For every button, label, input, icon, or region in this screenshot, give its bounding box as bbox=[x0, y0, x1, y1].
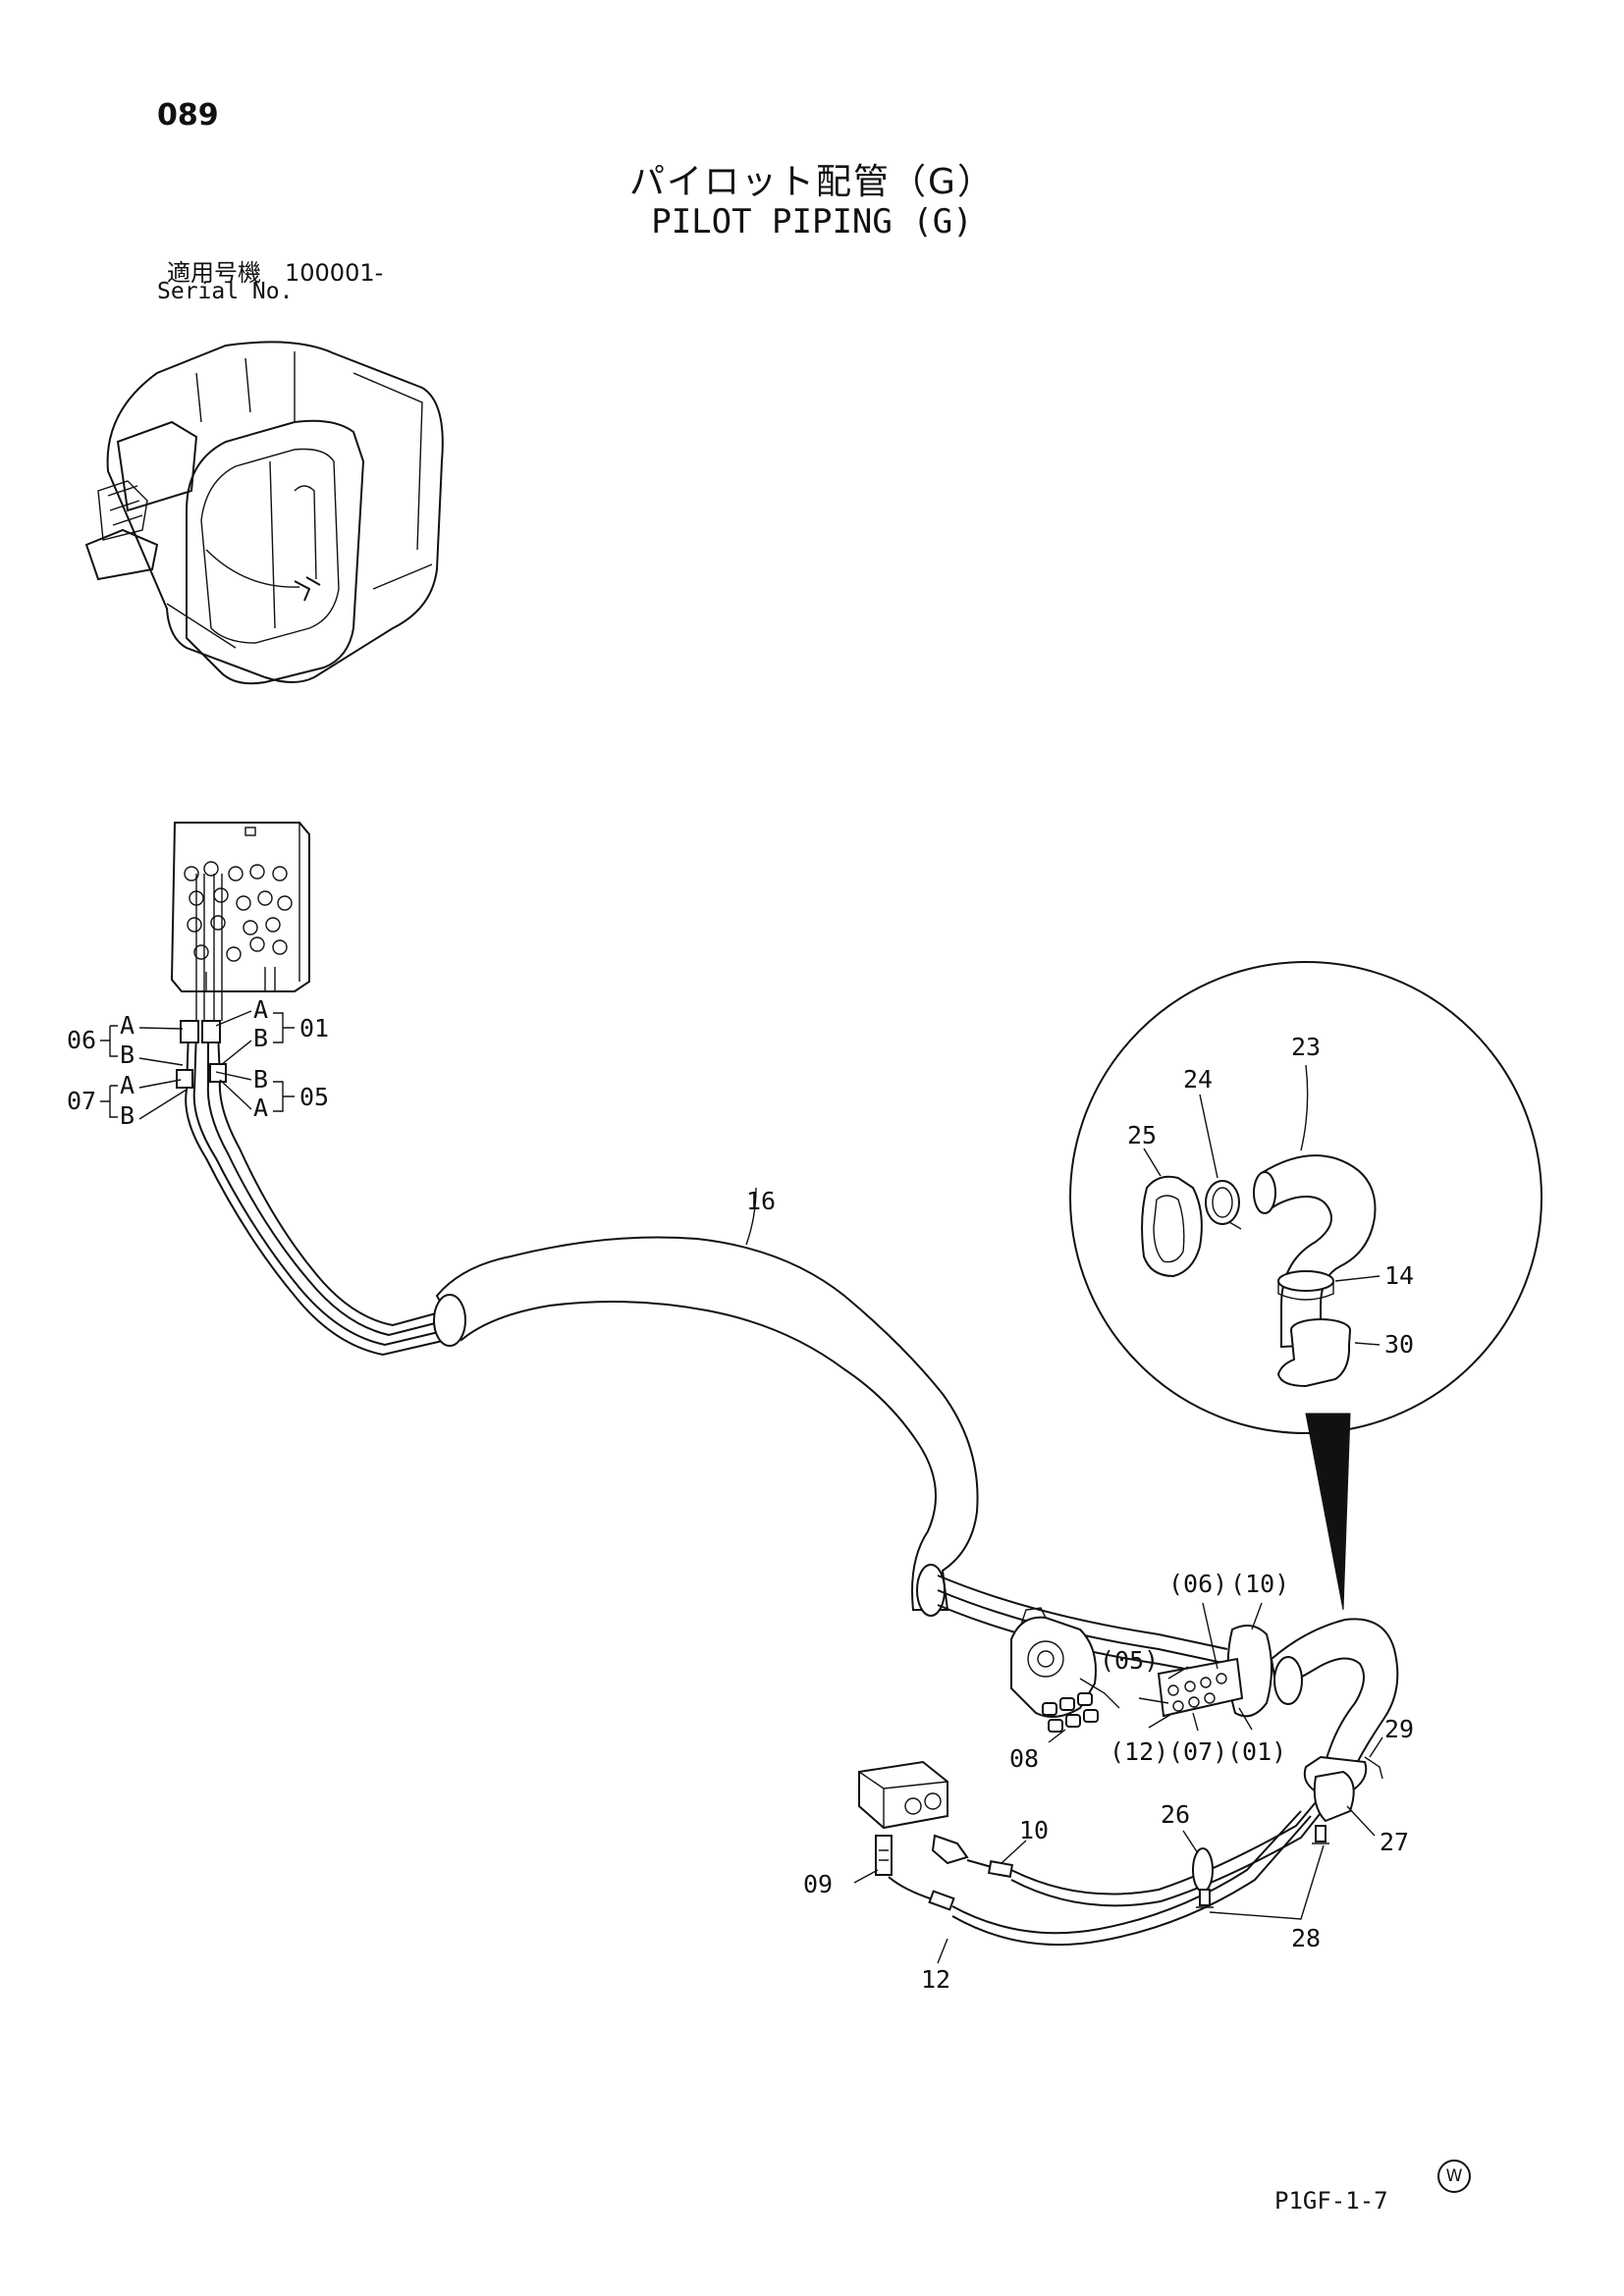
callout-07-ref: (07) bbox=[1168, 1737, 1227, 1766]
callout-07: 07 bbox=[67, 1087, 96, 1115]
port-label-b: B bbox=[120, 1101, 135, 1130]
title-english: PILOT PIPING (G) bbox=[651, 202, 973, 241]
title-japanese: パイロット配管（G） bbox=[629, 162, 995, 202]
hose-clamp-26: 26 bbox=[1161, 1800, 1214, 1893]
callout-29: 29 bbox=[1384, 1715, 1414, 1743]
lower-valve-block: 09 10 12 bbox=[803, 1760, 1328, 1994]
detail-circle: 23 24 25 14 30 bbox=[1069, 961, 1543, 1611]
callout-24: 24 bbox=[1183, 1065, 1213, 1094]
callout-25: 25 bbox=[1127, 1121, 1157, 1149]
callout-06-ref: (06) bbox=[1168, 1570, 1227, 1598]
page-number: 089 bbox=[157, 98, 219, 133]
port-label-a: A bbox=[253, 995, 268, 1024]
w-mark: W bbox=[1437, 2160, 1471, 2193]
callout-27: 27 bbox=[1380, 1828, 1409, 1856]
cab-overview-illustration bbox=[84, 341, 444, 685]
callout-10: 10 bbox=[1019, 1816, 1049, 1844]
callout-10-ref: (10) bbox=[1230, 1570, 1289, 1598]
callout-01-ref: (01) bbox=[1227, 1737, 1286, 1766]
port-label-b: B bbox=[120, 1041, 135, 1069]
port-label-b: B bbox=[253, 1024, 268, 1052]
port-label-b: B bbox=[253, 1065, 268, 1094]
callout-28: 28 bbox=[1291, 1924, 1321, 1952]
port-label-a: A bbox=[253, 1094, 268, 1122]
callout-01: 01 bbox=[299, 1014, 329, 1042]
serial-label-english: Serial No. bbox=[157, 279, 294, 304]
callout-08: 08 bbox=[1009, 1744, 1039, 1773]
callout-26: 26 bbox=[1161, 1800, 1190, 1829]
callout-14: 14 bbox=[1384, 1261, 1414, 1290]
callout-05: 05 bbox=[299, 1083, 329, 1111]
callout-23: 23 bbox=[1291, 1033, 1321, 1061]
serial-label-japanese: 適用号機 100001- bbox=[167, 259, 384, 287]
fittings-08: 08 bbox=[1009, 1692, 1099, 1773]
callout-12-ref: (12) bbox=[1110, 1737, 1168, 1766]
pilot-pump bbox=[1010, 1607, 1120, 1718]
junction-assembly: (06) (10) (05) (12) (07) (01) bbox=[1100, 1570, 1399, 1793]
callout-12: 12 bbox=[921, 1965, 950, 1994]
bracket-27-and-29: 27 29 bbox=[1313, 1715, 1414, 1856]
bolts-28: 28 bbox=[1196, 1825, 1329, 1952]
port-label-a: A bbox=[120, 1071, 135, 1099]
callout-30: 30 bbox=[1384, 1330, 1414, 1359]
document-code: P1GF-1-7 bbox=[1274, 2187, 1388, 2215]
pilot-hoses-upper bbox=[176, 1020, 448, 1357]
port-label-a: A bbox=[120, 1011, 135, 1040]
port-label-group: 06 A B 07 A B A B 01 B A 05 bbox=[67, 995, 329, 1130]
callout-16: 16 bbox=[746, 1187, 776, 1215]
protective-sleeve-16: 16 bbox=[433, 1187, 979, 1617]
pilot-valve-block bbox=[170, 822, 310, 1021]
callout-05-ref: (05) bbox=[1100, 1646, 1159, 1675]
callout-09: 09 bbox=[803, 1870, 833, 1898]
callout-06: 06 bbox=[67, 1026, 96, 1054]
